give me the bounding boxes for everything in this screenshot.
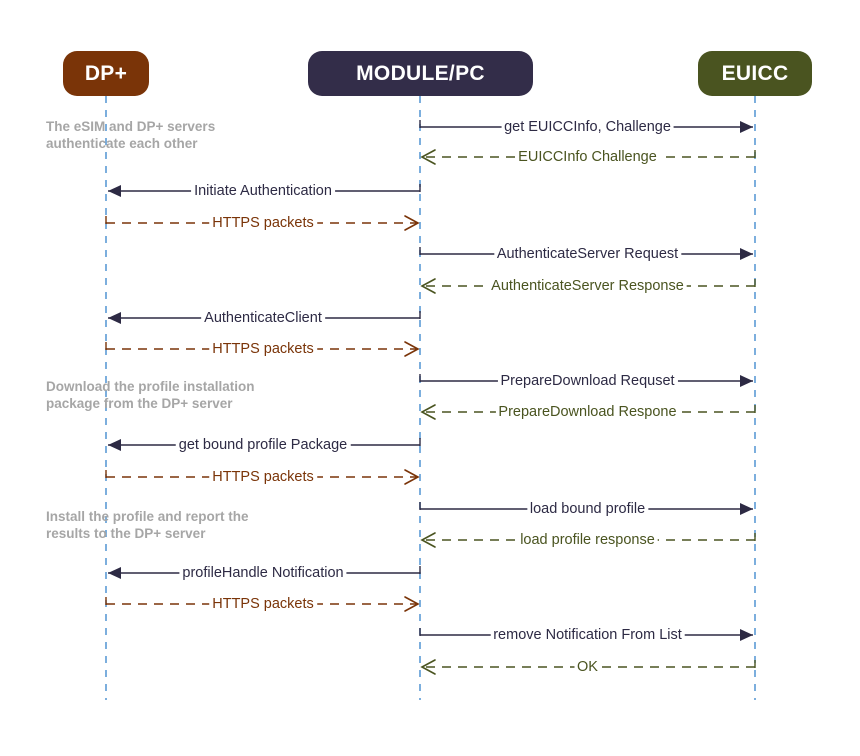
note-install: Install the profile and report the resul… <box>46 509 249 541</box>
arrowhead-m5 <box>740 248 753 260</box>
message-label-m14: load profile response <box>517 532 658 548</box>
arrowhead-m3 <box>108 185 121 197</box>
actor-box-dp-plus[interactable]: DP+ <box>63 51 149 96</box>
arrowhead-m7 <box>108 312 121 324</box>
message-label-m12: HTTPS packets <box>209 469 317 485</box>
message-label-m7: AuthenticateClient <box>201 310 325 326</box>
message-label-m4: HTTPS packets <box>209 215 317 231</box>
message-label-m15: profileHandle Notification <box>179 565 347 581</box>
message-label-m8: HTTPS packets <box>209 341 317 357</box>
message-label-m6: AuthenticateServer Response <box>488 278 687 294</box>
arrowhead-m4 <box>404 215 420 231</box>
message-label-m5: AuthenticateServer Request <box>493 246 682 262</box>
arrowhead-m1 <box>740 121 753 133</box>
arrowhead-m12 <box>404 469 420 485</box>
message-label-m1: get EUICCInfo, Challenge <box>501 119 674 135</box>
actor-box-euicc[interactable]: EUICC <box>698 51 812 96</box>
arrowhead-m10 <box>420 404 436 420</box>
actor-label-dp-plus: DP+ <box>84 61 128 85</box>
message-label-m3: Initiate Authentication <box>191 183 335 199</box>
message-label-m11: get bound profile Package <box>175 437 351 453</box>
message-label-m17: remove Notification From List <box>490 627 685 643</box>
actor-label-euicc: EUICC <box>721 61 789 85</box>
arrowhead-m11 <box>108 439 121 451</box>
message-label-m9: PrepareDownload Requset <box>497 373 678 389</box>
arrowhead-m14 <box>420 532 436 548</box>
arrowhead-m18 <box>420 659 436 675</box>
message-label-m2: EUICCInfo Challenge <box>515 149 660 165</box>
actor-label-module-pc: MODULE/PC <box>356 61 485 85</box>
arrowhead-m15 <box>108 567 121 579</box>
arrowhead-m2 <box>420 149 436 165</box>
message-label-m10: PrepareDownload Respone <box>495 404 680 420</box>
arrowhead-m9 <box>740 375 753 387</box>
message-label-m18: OK <box>574 659 601 675</box>
arrowhead-m6 <box>420 278 436 294</box>
actor-box-module-pc[interactable]: MODULE/PC <box>308 51 533 96</box>
arrowhead-m17 <box>740 629 753 641</box>
message-label-m13: load bound profile <box>526 501 649 517</box>
note-download: Download the profile installation packag… <box>46 379 255 411</box>
arrowhead-m8 <box>404 341 420 357</box>
arrowhead-m13 <box>740 503 753 515</box>
note-auth: The eSIM and DP+ servers authenticate ea… <box>46 119 216 151</box>
message-label-m16: HTTPS packets <box>209 596 317 612</box>
arrowhead-m16 <box>404 596 420 612</box>
